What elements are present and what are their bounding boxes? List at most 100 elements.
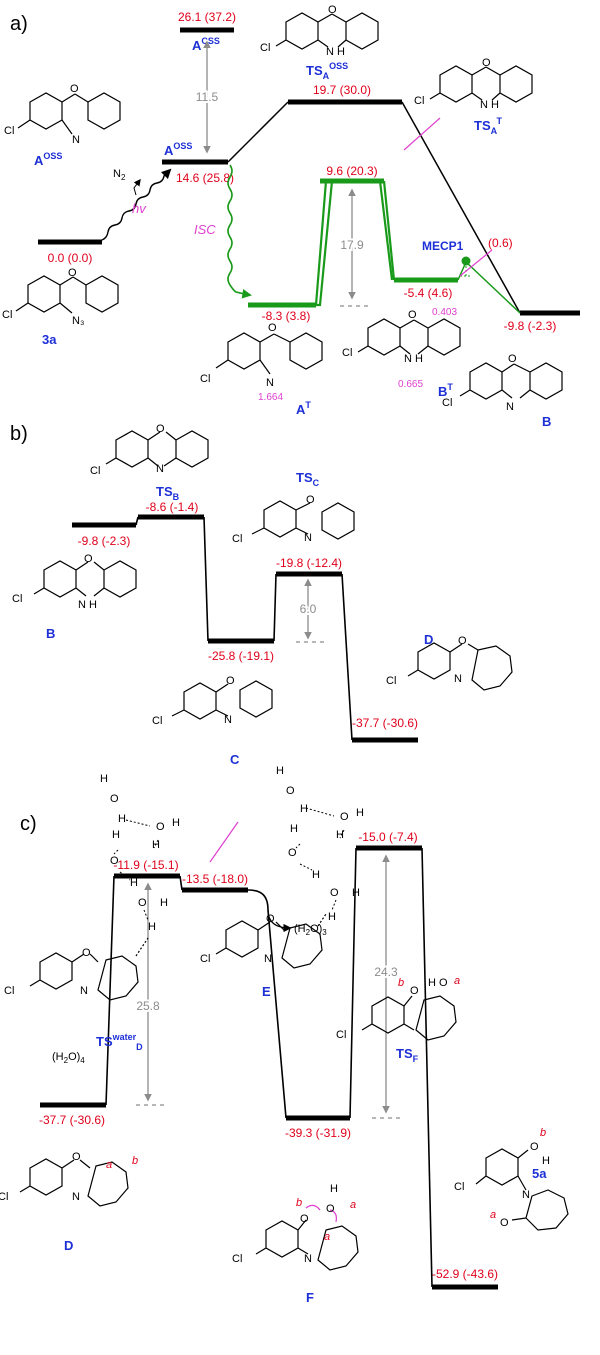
svg-text:H: H <box>160 897 168 909</box>
panel-c: -37.7 (-30.6) -11.9 (-15.1) -13.5 (-18.0… <box>0 765 569 1305</box>
level-5a: -52.9 (-43.6) <box>432 1267 498 1290</box>
energy-label-ts-a-t: 9.6 (20.3) <box>326 164 377 178</box>
atom-cl-ts-c: Cl <box>232 533 242 545</box>
atom-n-ts-water: N <box>80 985 88 997</box>
label-a-oss: AOSS <box>164 141 192 158</box>
energy-label-pb-b: -9.8 (-2.3) <box>78 534 131 548</box>
label-h2o-4: (H2O)4 <box>52 1051 85 1065</box>
energy-label-c: -25.8 (-19.1) <box>208 649 274 663</box>
level-a-oss: 14.6 (25.8) AOSS <box>162 141 234 185</box>
gap-label-17-9: 17.9 <box>340 238 364 252</box>
energy-label-d-c: -37.7 (-30.6) <box>39 1113 105 1127</box>
svg-text:H: H <box>172 817 180 829</box>
gap-label-11-5: 11.5 <box>196 90 219 104</box>
panel-label-c: c) <box>20 813 37 835</box>
label-a-oss-molecule: AOSS <box>34 151 62 168</box>
energy-label-ts-c: -19.8 (-12.4) <box>276 556 342 570</box>
energy-label-a-t: -8.3 (3.8) <box>262 309 311 323</box>
svg-text:H: H <box>100 773 108 785</box>
connector-oss-to-ts <box>227 101 289 163</box>
hv-wave <box>101 168 172 241</box>
svg-text:H: H <box>130 877 138 889</box>
energy-label-ts-water: -11.9 (-15.1) <box>113 858 178 872</box>
molecule-ts-a-oss <box>275 12 379 50</box>
label-h2o-3: (H2O)3 <box>294 923 327 937</box>
atom-n-a-t: N <box>266 377 274 389</box>
panel-a: 0.0 (0.0) 14.6 (25.8) AOSS 26.1 (37.2) A… <box>2 4 580 429</box>
energy-label-a-oss: 14.6 (25.8) <box>176 171 234 185</box>
atom-cl-d-pb: Cl <box>386 675 396 687</box>
energy-label-ts-a-oss: 19.7 (30.0) <box>313 83 371 97</box>
atom-oh-ts-f: H O <box>428 977 448 989</box>
atom-o-f: O <box>300 1213 309 1225</box>
atom-o-ts-b: O <box>156 423 165 435</box>
energy-label-mecp1: (0.6) <box>488 236 513 250</box>
svg-text:H: H <box>352 887 360 899</box>
atom-o-a-oss: O <box>70 83 79 95</box>
molecule-e <box>215 913 327 969</box>
pointer-ts-t <box>403 117 441 151</box>
panel-b: -9.8 (-2.3) -8.6 (-1.4) -25.8 (-19.1) -1… <box>12 423 513 767</box>
atom-n-c: N <box>224 714 232 726</box>
atom-o-ts-c: O <box>306 494 315 506</box>
atom-nh-b: N <box>506 401 514 413</box>
atom-a-f: a <box>350 1199 356 1211</box>
level-ts-b: -8.6 (-1.4) <box>138 500 204 520</box>
svg-text:O: O <box>110 793 119 805</box>
label-ts-b: TSB <box>156 484 180 502</box>
atom-o-3a: O <box>68 267 77 279</box>
label-ts-c: TSC <box>296 470 320 488</box>
label-a-t: AT <box>296 400 311 417</box>
molecule-a-oss <box>17 92 121 135</box>
connector-triplet-2 <box>314 179 394 306</box>
atom-o-5a: O <box>500 1217 509 1229</box>
gap-label-6-0: 6.0 <box>300 602 317 616</box>
level-ts-c: -19.8 (-12.4) <box>276 556 342 577</box>
molecule-b-panel-b <box>33 560 137 598</box>
atom-o-ts-f: O <box>410 985 419 997</box>
label-d-pb: D <box>424 632 433 647</box>
spin-density-3: 0.665 <box>398 379 423 390</box>
label-a-css: ACSS <box>192 36 220 53</box>
atom-nh-b-pb: N H <box>78 599 97 611</box>
atom-n-a-oss: N <box>72 134 80 146</box>
energy-label-b-t: -5.4 (4.6) <box>404 286 453 300</box>
atom-b-ts-f: b <box>398 977 404 989</box>
atom-o-e: O <box>266 913 275 925</box>
panel-label-b: b) <box>10 423 28 445</box>
atom-n-d-pb: N <box>454 673 462 685</box>
svg-text:H: H <box>112 829 120 841</box>
energy-label-f: -39.3 (-31.9) <box>285 1126 351 1140</box>
level-d-c: -37.7 (-30.6) <box>39 1102 106 1127</box>
label-mecp1: MECP1 <box>422 239 464 253</box>
level-a-t: -8.3 (3.8) <box>248 302 316 323</box>
molecule-d-c <box>19 1158 129 1207</box>
atom-cl-ts-a-t: Cl <box>414 95 424 107</box>
atom-o-b-pb: O <box>84 553 93 565</box>
connector-triplet <box>316 180 396 307</box>
atom-o-ts-a-oss: O <box>328 4 337 16</box>
energy-label-b: -9.8 (-2.3) <box>504 319 557 333</box>
label-5a: 5a <box>532 1166 547 1181</box>
energy-label-d: -37.7 (-30.6) <box>352 716 418 730</box>
atom-o-c: O <box>226 675 235 687</box>
spin-density-1: 1.664 <box>258 392 283 403</box>
atom-h-f: H <box>330 1183 338 1195</box>
svg-text:O: O <box>288 847 297 859</box>
label-isc: ISC <box>194 222 216 237</box>
svg-text:O: O <box>340 811 349 823</box>
atom-nh-b-t: N H <box>404 353 423 365</box>
level-b-t: -5.4 (4.6) <box>394 277 458 300</box>
atom-b-5a: b <box>540 1127 546 1139</box>
svg-text:O: O <box>330 887 339 899</box>
molecule-b-t <box>357 318 461 356</box>
atom-cl-ts-b: Cl <box>90 465 100 477</box>
energy-label-5a: -52.9 (-43.6) <box>432 1267 498 1281</box>
svg-text:O: O <box>156 821 165 833</box>
molecule-ts-water <box>29 937 149 1001</box>
label-d-c: D <box>64 1238 73 1253</box>
atom-h-5a: H <box>542 1155 550 1167</box>
